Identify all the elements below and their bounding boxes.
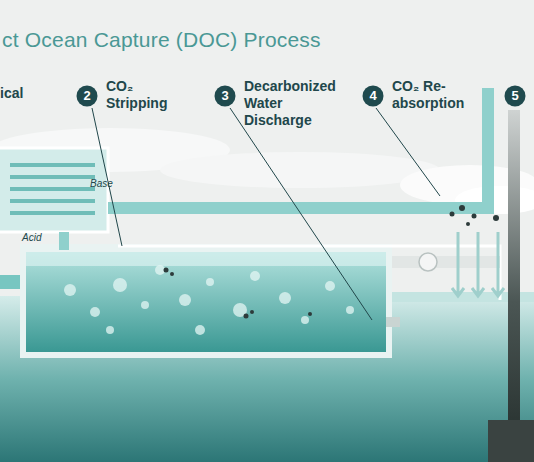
callout-node: 2CO₂ Stripping [76, 85, 98, 107]
callout-circle-shape [215, 86, 236, 107]
gas-line [118, 246, 500, 300]
tank-surface [26, 252, 386, 266]
callout-circle-shape [363, 86, 384, 107]
outlet-pipe [386, 317, 400, 327]
callout-number: 4 [362, 85, 384, 107]
electrodialysis-unit [0, 148, 108, 232]
step-heading: Decarbonized Water Discharge [244, 78, 342, 129]
storage-rock [488, 420, 534, 462]
callout-number: 3 [214, 85, 236, 107]
storage-column [508, 110, 520, 430]
bubbles [64, 265, 354, 335]
stream-label: Base [90, 178, 113, 189]
cloud [160, 152, 440, 188]
step-heading: CO₂ Stripping [106, 78, 178, 112]
tank-water [26, 252, 386, 352]
callout-number: 2 [76, 85, 98, 107]
callout-circle-shape [77, 86, 98, 107]
leader-lines [92, 108, 440, 320]
callout-node: 5 [504, 85, 526, 107]
tank-frame [20, 244, 392, 358]
acid-pipe [59, 232, 69, 250]
absorption-arrows [452, 232, 504, 296]
step-heading-fragment: ical [0, 85, 23, 101]
callout-number: 5 [504, 85, 526, 107]
valve [419, 253, 437, 271]
unit-slats [10, 165, 95, 213]
falling-co2 [450, 205, 500, 226]
step-heading: CO₂ Re-absorption [392, 78, 496, 112]
co2-particles [164, 268, 313, 319]
gas-pipe [392, 256, 500, 268]
callout-node: 4CO₂ Re-absorption [362, 85, 384, 107]
stream-label: Acid [22, 232, 41, 243]
callout-circle-shape [505, 86, 526, 107]
diagram-title: ct Ocean Capture (DOC) Process [2, 28, 321, 52]
callout-node: 3Decarbonized Water Discharge [214, 85, 236, 107]
